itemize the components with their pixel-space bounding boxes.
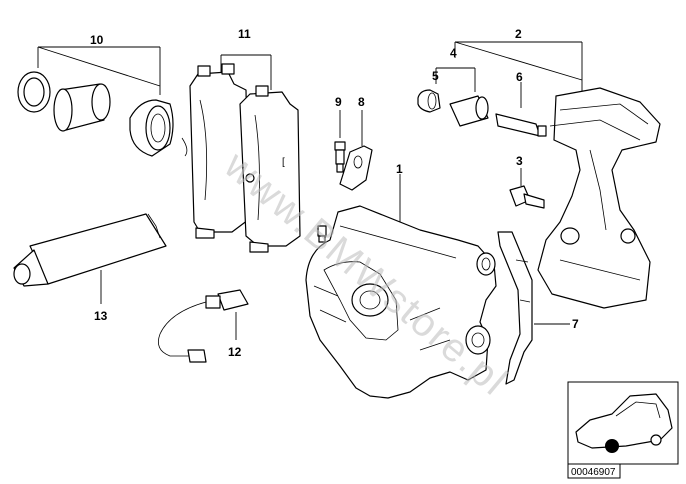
part-label-10: 10 [90,33,104,47]
part-label-4: 4 [450,46,457,60]
part-label-11: 11 [238,27,251,41]
brake-pads-drawing: [ [189,54,301,253]
part-label-7: 7 [572,317,579,331]
caliper-housing-drawing [305,174,497,399]
part-label-13: 13 [94,309,108,323]
part-label-6: 6 [516,70,523,84]
part-label-8: 8 [358,95,365,109]
anti-rattle-spring-drawing [497,231,570,385]
car-silhouette [575,393,673,449]
part-label-9: 9 [335,95,342,109]
diagram-code: 00046907 [571,467,616,478]
vehicle-location-inset: 00046907 [567,381,679,479]
part-number-labels: 1 2 3 4 5 6 7 8 9 10 11 12 13 [90,27,579,359]
part-label-2: 2 [515,27,522,41]
part-label-3: 3 [516,154,523,168]
location-marker [605,439,619,453]
bleed-valve-and-clip-drawing [334,110,373,191]
caliper-carrier-and-guides-drawing [417,41,661,309]
svg-text:[: [ [282,157,285,168]
grease-tube-drawing [13,213,167,304]
part-label-1: 1 [396,162,403,176]
part-label-12: 12 [228,345,242,359]
brake-wear-sensor-drawing [157,289,249,363]
piston-seal-kit-drawing [17,46,188,157]
part-label-5: 5 [432,69,439,83]
